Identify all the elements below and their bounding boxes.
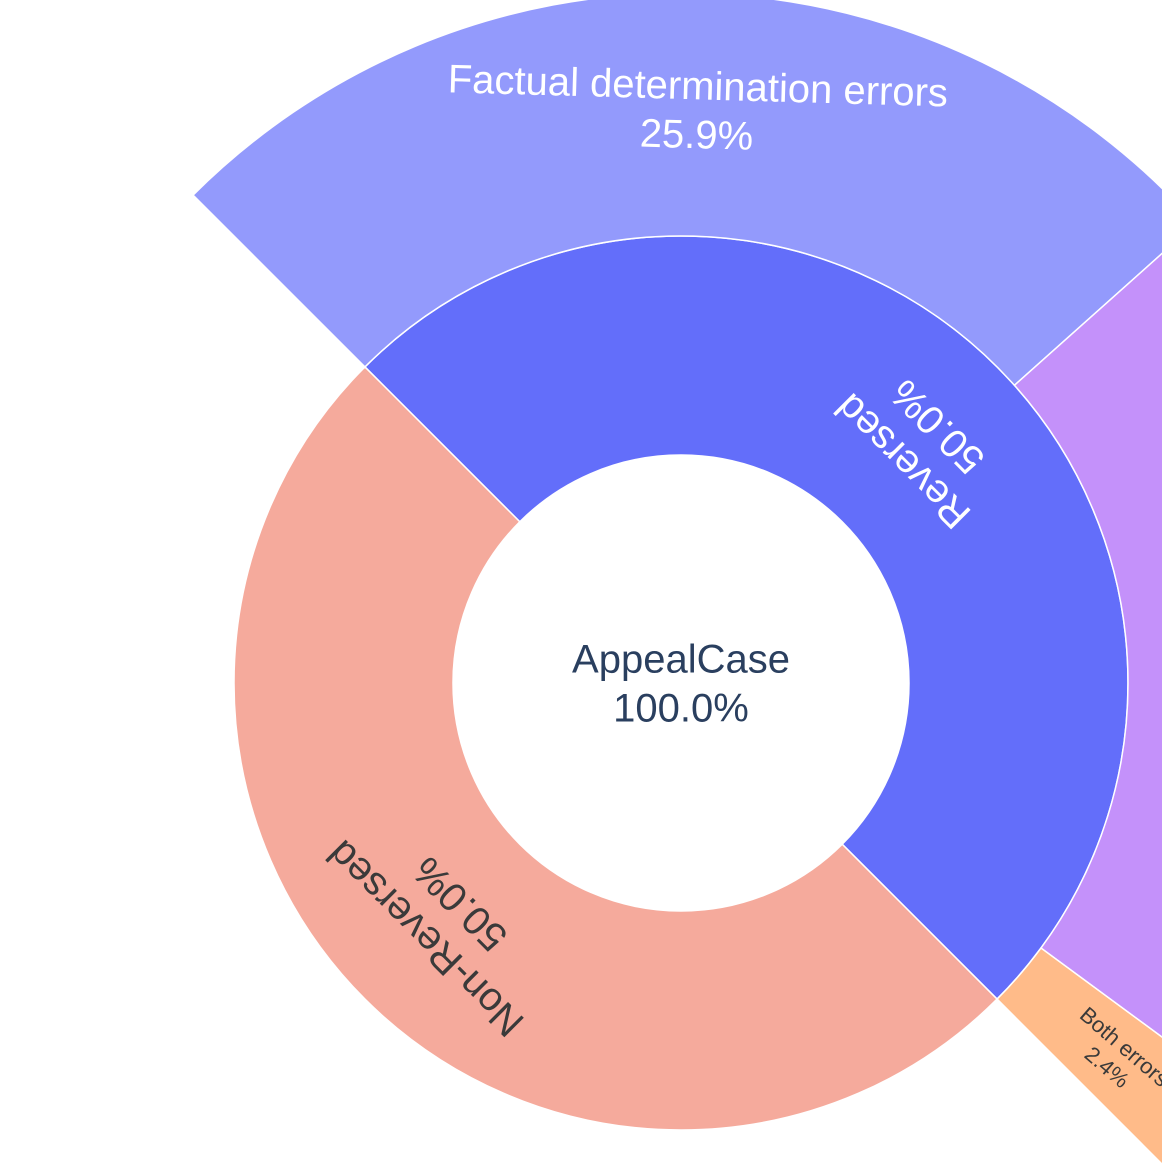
segment-both-errors <box>996 946 1162 1166</box>
segment-legal-application-errors <box>1013 252 1162 1039</box>
sunburst-segments <box>192 0 1162 1166</box>
segment-factual-determination-errors-percent: 25.9% <box>639 112 754 159</box>
root-percent: 100.0% <box>613 686 749 730</box>
root-label: AppealCase <box>572 638 790 682</box>
segment-non-reversed <box>233 365 999 1131</box>
segment-factual-determination-errors <box>192 0 1162 387</box>
